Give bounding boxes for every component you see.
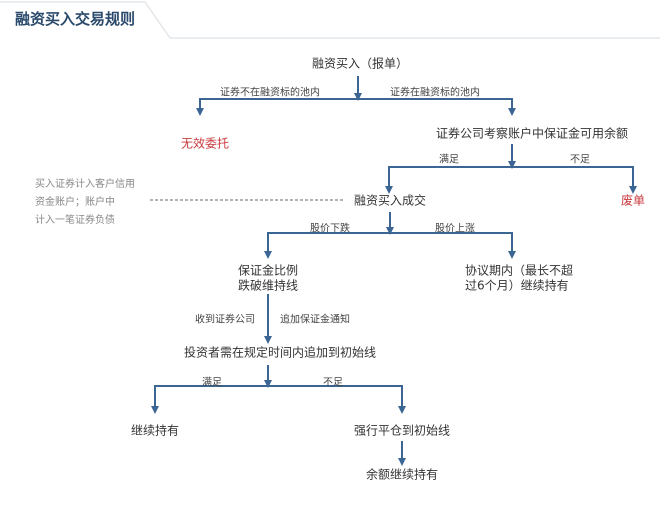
branch-line — [154, 385, 403, 410]
node-check: 证券公司考察账户中保证金可用余额 — [435, 126, 629, 141]
header-tab — [0, 1, 660, 39]
edge-short: 不足 — [570, 154, 590, 166]
node-done: 融资买入成交 — [353, 193, 427, 208]
node-invalid: 无效委托 — [180, 136, 230, 151]
node-start: 融资买入（报单） — [311, 56, 409, 71]
branch-line — [388, 166, 634, 190]
edge-in-pool: 证券在融资标的池内 — [390, 87, 480, 99]
edge-enough: 满足 — [439, 154, 459, 166]
side-note-line: 买入证券计入客户信用 — [35, 179, 135, 190]
node-keep: 继续持有 — [130, 423, 180, 438]
side-note: 买入证券计入客户信用 资金账户；账户中 计入一笔证券负债 — [35, 176, 135, 230]
side-note-line: 计入一笔证券负债 — [35, 215, 115, 226]
node-below-line-2: 跌破维持线 — [237, 278, 299, 293]
edge-price-up: 股价上涨 — [435, 223, 475, 235]
edge-notice-a: 收到证券公司 — [195, 314, 255, 326]
node-void: 废单 — [620, 193, 646, 208]
branch-line — [199, 98, 513, 112]
page-title: 融资买入交易规则 — [15, 10, 136, 28]
node-hold-period-2: 过6个月）继续持有 — [465, 278, 569, 293]
node-add-margin: 投资者需在规定时间内追加到初始线 — [183, 345, 377, 360]
node-below-line-1: 保证金比例 — [237, 263, 299, 278]
edge-notice-b: 追加保证金通知 — [280, 314, 350, 326]
edge-not-in-pool: 证券不在融资标的池内 — [220, 87, 320, 99]
branch-line — [267, 232, 513, 255]
edge-short-2: 不足 — [323, 377, 343, 389]
node-liquidate: 强行平仓到初始线 — [353, 423, 451, 438]
node-remainder: 余额继续持有 — [365, 467, 439, 482]
edge-price-down: 股价下跌 — [310, 223, 350, 235]
node-hold-period-1: 协议期内（最长不超 — [465, 263, 574, 278]
side-note-line: 资金账户；账户中 — [35, 197, 115, 208]
edge-enough-2: 满足 — [202, 377, 222, 389]
